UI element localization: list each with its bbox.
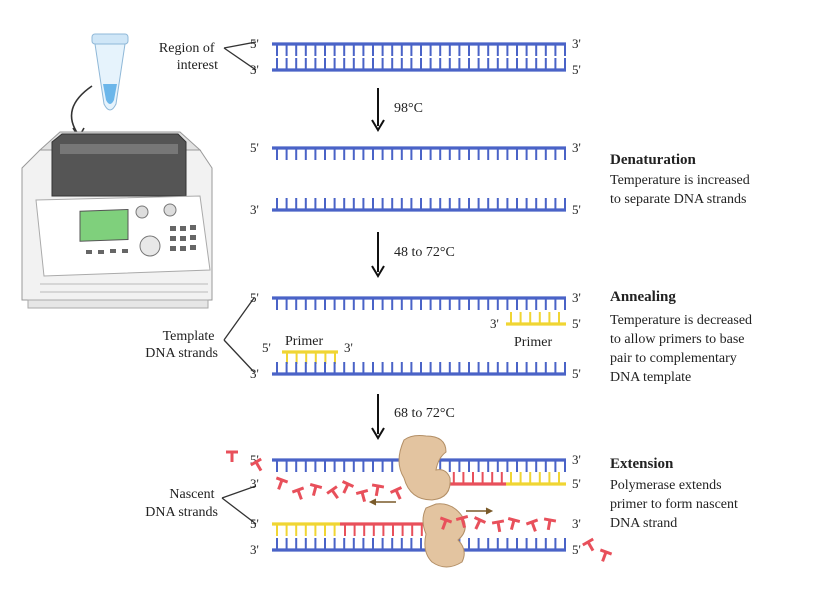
nucleotide-icon bbox=[491, 519, 505, 533]
nucleotide-icon bbox=[371, 483, 385, 497]
step-arrow-denaturation: 98°C bbox=[371, 88, 423, 132]
step-desc-annealing: Temperature is decreased to allow primer… bbox=[610, 313, 756, 385]
step-title-annealing: Annealing bbox=[610, 289, 676, 305]
step-title-extension: Extension bbox=[610, 456, 674, 472]
nascent-strands-label: Nascent DNA strands bbox=[145, 487, 218, 520]
free-nucleotides bbox=[226, 450, 613, 562]
nucleotide-icon bbox=[309, 482, 323, 497]
template-strand-bottom-5 bbox=[272, 538, 566, 552]
nucleotide-icon bbox=[439, 516, 453, 530]
strand-end-left: 3' bbox=[250, 366, 259, 381]
direction-arrow-right bbox=[466, 507, 494, 515]
polymerase-enzyme-top bbox=[398, 435, 451, 501]
nucleotide-icon bbox=[250, 457, 263, 472]
step-desc-denaturation: Temperature is increased to separate DNA… bbox=[610, 173, 753, 207]
primer-end-left: 5' bbox=[262, 340, 271, 355]
nucleotide-icon bbox=[341, 480, 355, 494]
primer-top-right bbox=[506, 312, 566, 326]
temperature-label-3: 68 to 72°C bbox=[394, 406, 455, 421]
template-strand-top-3 bbox=[272, 296, 566, 310]
primer-label-right: Primer bbox=[514, 335, 552, 350]
region-of-interest-label: Region of interest bbox=[159, 41, 218, 73]
strand-end-left: 5' bbox=[250, 140, 259, 155]
primer-bottom-left bbox=[282, 350, 338, 364]
template-strand-top-2 bbox=[272, 146, 566, 160]
strand-end-right: 5' bbox=[572, 202, 581, 217]
strand-end-left: 3' bbox=[250, 542, 259, 557]
strand-end-left: 3' bbox=[250, 476, 259, 491]
nucleotide-icon bbox=[473, 516, 487, 530]
strand-end-right: 3' bbox=[572, 290, 581, 305]
step-arrow-annealing: 48 to 72°C bbox=[371, 232, 455, 278]
template-strands-label: Template DNA strands bbox=[145, 329, 218, 361]
nucleotide-icon bbox=[582, 537, 595, 552]
strand-end-right: 5' bbox=[572, 62, 581, 77]
step-arrow-extension: 68 to 72°C bbox=[371, 394, 455, 440]
temperature-label-2: 48 to 72°C bbox=[394, 245, 455, 260]
primer-end-right-5: 5' bbox=[572, 316, 581, 331]
temperature-label-1: 98°C bbox=[394, 101, 423, 116]
nucleotide-icon bbox=[543, 517, 557, 531]
primer-bottom-ext bbox=[272, 522, 340, 536]
nucleotide-icon bbox=[326, 485, 339, 500]
nucleotide-icon bbox=[275, 476, 289, 490]
thermocycler-lid bbox=[51, 133, 187, 197]
nucleotide-icon bbox=[355, 488, 369, 503]
primer-end-left-3: 3' bbox=[344, 340, 353, 355]
strand-end-right: 3' bbox=[572, 452, 581, 467]
strand-end-left: 5' bbox=[250, 516, 259, 531]
template-strand-top-1 bbox=[272, 42, 566, 56]
strand-end-left: 3' bbox=[250, 62, 259, 77]
strand-end-right: 5' bbox=[572, 476, 581, 491]
primer-label-left: Primer bbox=[285, 334, 323, 349]
nucleotide-icon bbox=[507, 516, 521, 531]
primer-top-ext bbox=[506, 472, 566, 486]
template-strand-bottom-3 bbox=[272, 362, 566, 376]
strand-end-labels: 5'3'3'5'5'3'3'5'5'3'3'5'3'5'5'3'5'3'3'5'… bbox=[250, 36, 581, 557]
curved-arrow-icon bbox=[70, 85, 93, 135]
direction-arrow-left bbox=[368, 498, 396, 506]
step-title-denaturation: Denaturation bbox=[610, 152, 696, 168]
strand-end-right: 3' bbox=[572, 516, 581, 531]
strand-end-right: 5' bbox=[572, 542, 581, 557]
dna-strands bbox=[272, 42, 566, 552]
nucleotide-icon bbox=[226, 450, 238, 462]
template-strand-top-4 bbox=[272, 458, 566, 472]
nucleotide-icon bbox=[291, 486, 305, 500]
nucleotide-icon bbox=[599, 548, 613, 562]
nucleotide-icon bbox=[525, 518, 539, 532]
strand-end-left: 5' bbox=[250, 36, 259, 51]
strand-end-right: 3' bbox=[572, 140, 581, 155]
strand-end-right: 5' bbox=[572, 366, 581, 381]
pcr-machine-illustration bbox=[21, 33, 213, 309]
strand-end-left: 5' bbox=[250, 452, 259, 467]
nucleotide-icon bbox=[389, 486, 403, 500]
primer-end-right: 3' bbox=[490, 316, 499, 331]
strand-end-right: 3' bbox=[572, 36, 581, 51]
strand-end-left: 5' bbox=[250, 290, 259, 305]
sample-tube-icon bbox=[91, 33, 129, 111]
step-desc-extension: Polymerase extends primer to form nascen… bbox=[610, 478, 741, 531]
template-strand-bottom-1 bbox=[272, 58, 566, 72]
strand-end-left: 3' bbox=[250, 202, 259, 217]
polymerase-enzyme-bottom bbox=[422, 503, 466, 568]
machine-screen bbox=[79, 209, 129, 242]
nucleotide-icon bbox=[455, 514, 469, 529]
nascent-strand-bottom bbox=[340, 522, 430, 536]
template-strand-bottom-2 bbox=[272, 198, 566, 212]
